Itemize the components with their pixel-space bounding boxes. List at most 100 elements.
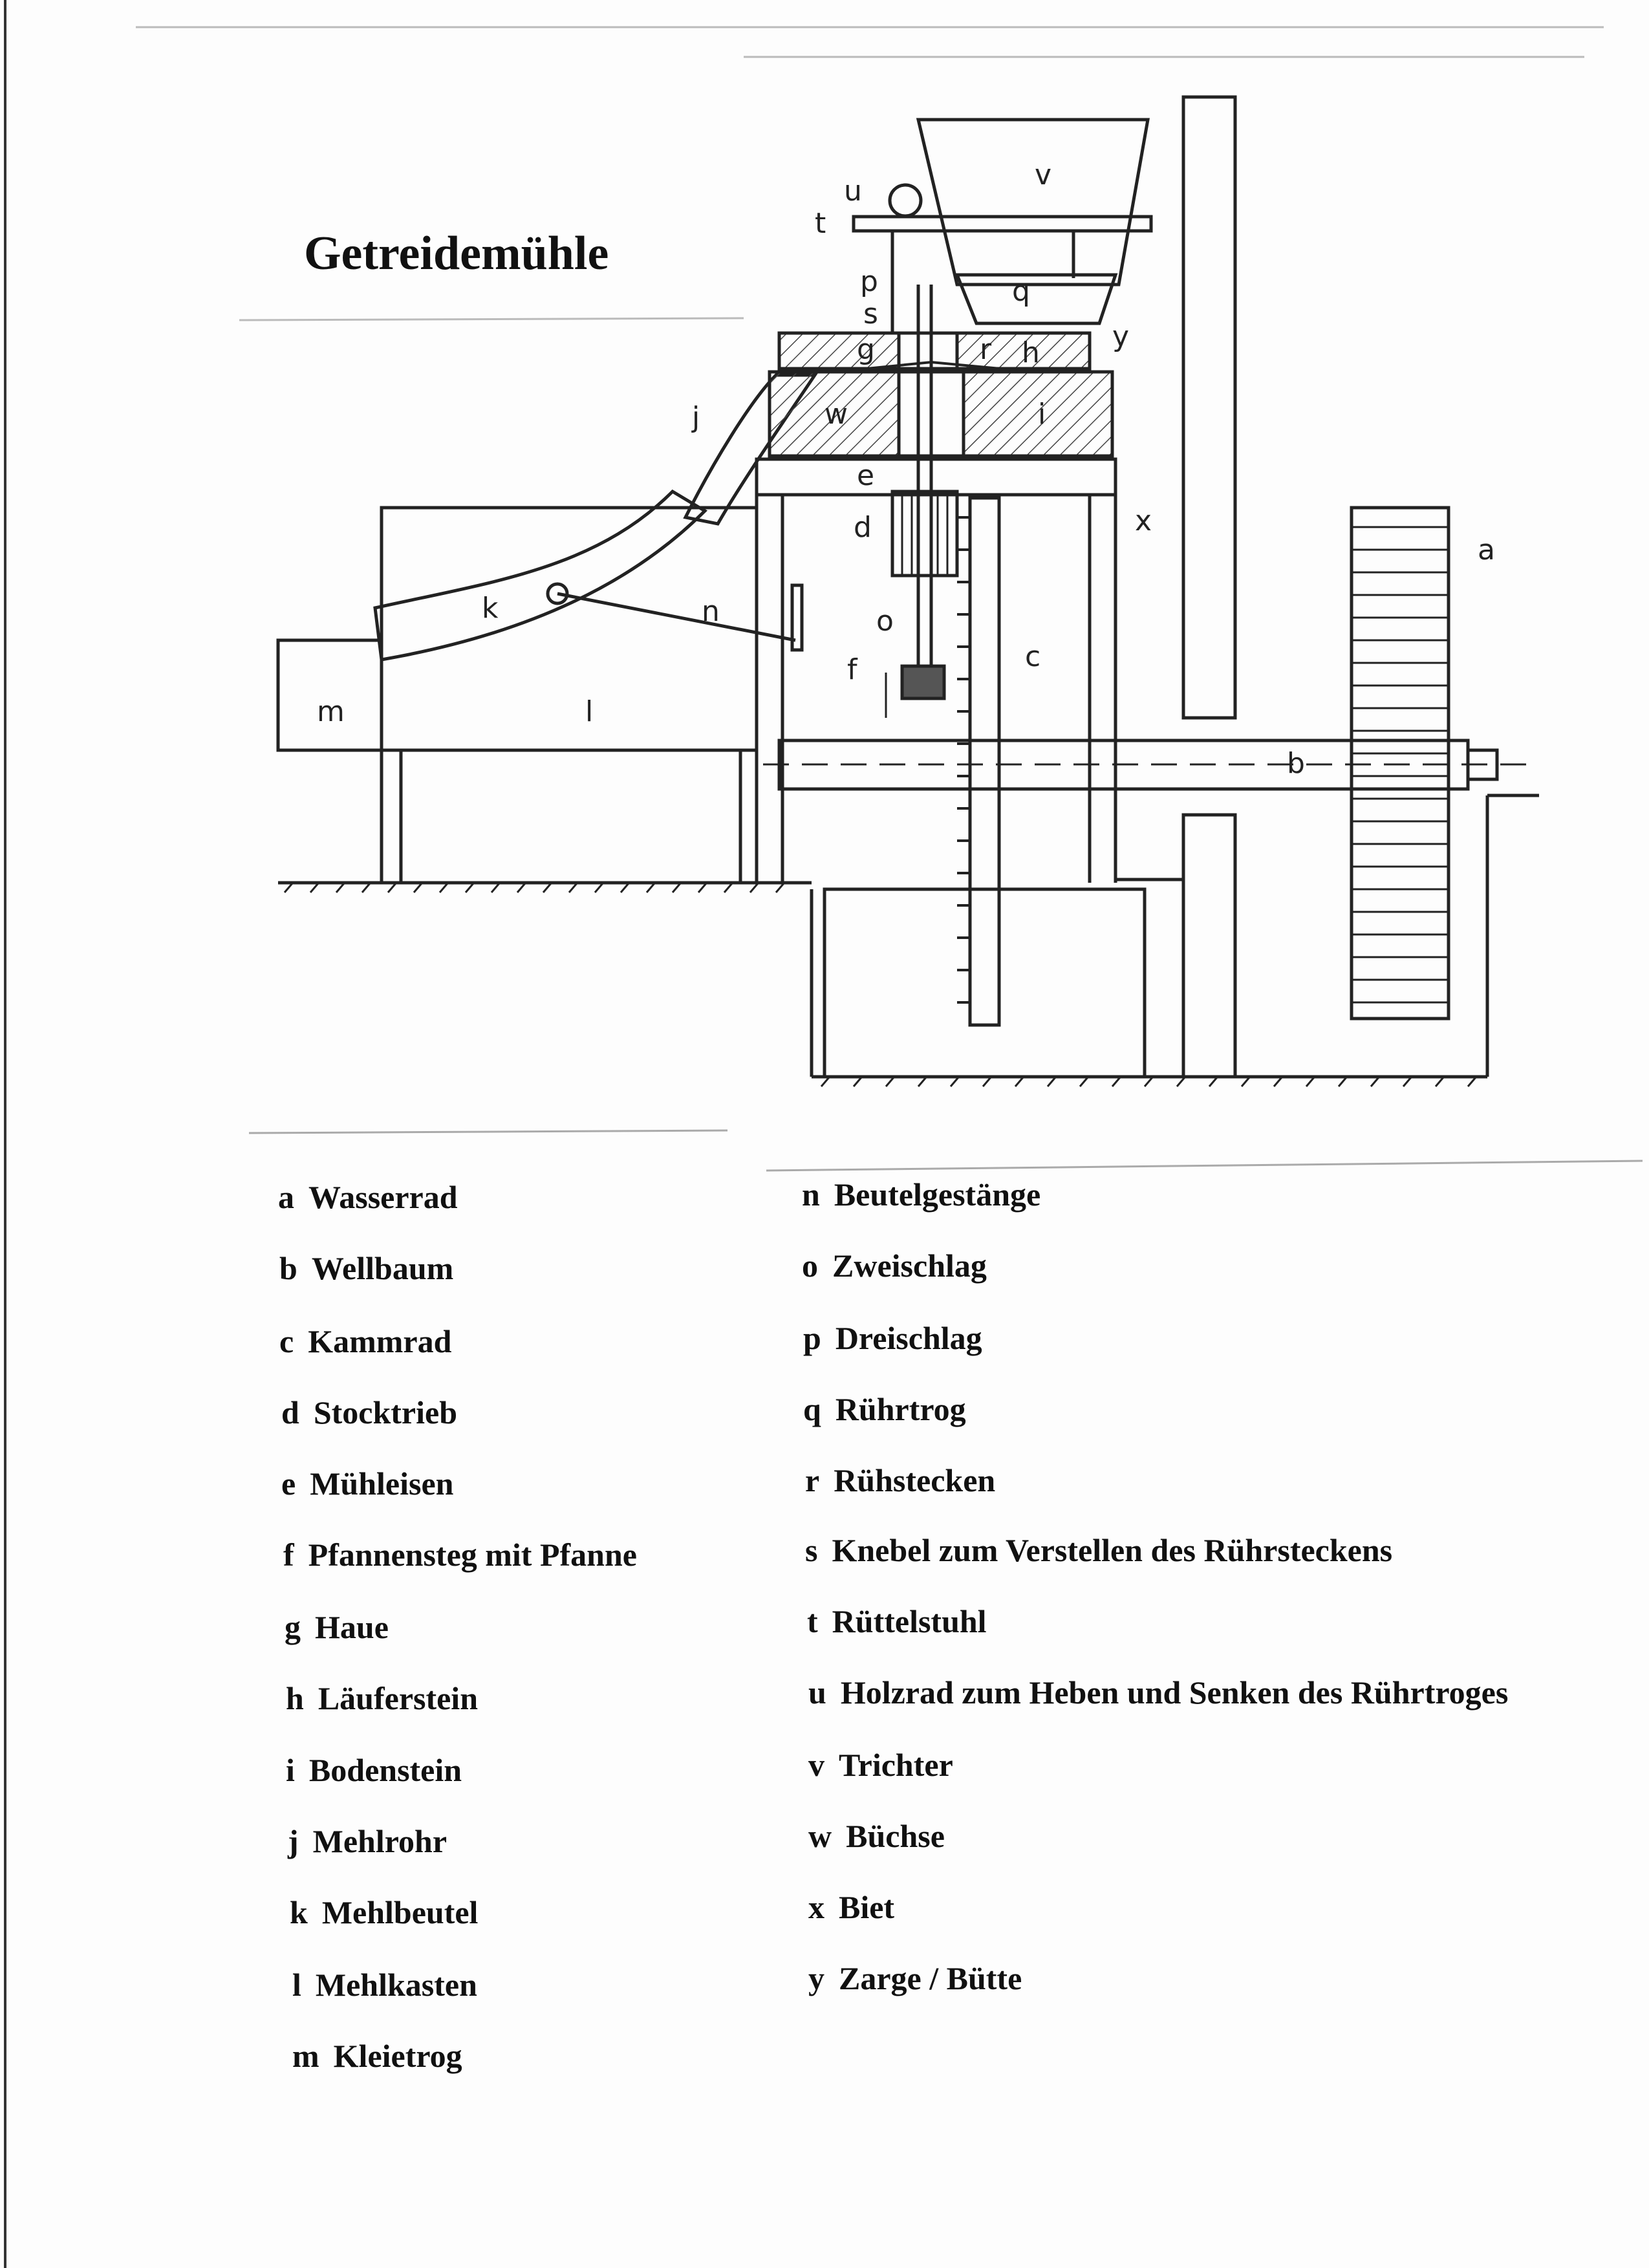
legend-item-g: g Haue [285,1608,389,1646]
legend-item-b: b Wellbaum [279,1249,453,1287]
legend-text: Beutelgestänge [834,1176,1041,1213]
legend-text: Mühleisen [310,1465,454,1502]
legend-key: g [285,1609,301,1645]
label-r: r [980,333,992,366]
legend-key: e [281,1465,296,1502]
legend-key: v [808,1747,824,1783]
legend-key: s [805,1532,818,1568]
hopper [852,118,1153,333]
legend-item-d: d Stocktrieb [281,1394,457,1431]
label-w: w [824,398,848,431]
legend-key: l [292,1967,301,2003]
legend-text: Rühstecken [834,1462,996,1498]
label-h: h [1022,336,1040,369]
label-k: k [482,592,499,625]
label-c: c [1025,640,1040,673]
label-o: o [876,605,894,638]
legend-text: Wellbaum [311,1250,454,1286]
meal-bag [373,489,708,662]
comb-wheel [957,496,1001,1027]
legend-key: h [286,1680,304,1716]
wheel-pit [823,887,1147,1079]
legend-text: Mehlkasten [315,1967,477,2003]
legend-key: m [292,2038,319,2074]
label-b: b [1287,747,1305,780]
legend-text: Bodenstein [308,1752,462,1788]
legend-key: p [803,1320,821,1356]
legend-key: o [802,1247,818,1284]
legend-item-x: x Biet [808,1888,894,1926]
legend-key: k [290,1894,308,1930]
label-s: s [863,297,878,330]
label-u: u [844,175,862,208]
legend-text: Biet [839,1889,895,1925]
legend-key: w [808,1818,832,1854]
legend-item-y: y Zarge / Bütte [808,1960,1022,1997]
label-g: g [857,333,875,366]
legend-text: Stocktrieb [313,1394,458,1431]
label-p: p [860,265,878,298]
legend-item-l: l Mehlkasten [292,1966,477,2003]
legend-text: Dreischlag [835,1320,982,1356]
legend-item-o: o Zweischlag [802,1247,987,1284]
label-f: f [847,653,858,686]
legend-item-s: s Knebel zum Verstellen des Rührsteckens [805,1531,1392,1569]
label-y: y [1112,320,1129,353]
legend-key: t [807,1603,818,1639]
legend-item-h: h Läuferstein [286,1679,478,1717]
mill-frame [755,457,1183,883]
sieve-rod [557,592,796,642]
legend-key: c [279,1323,294,1359]
legend-text: Rüttelstuhl [832,1603,987,1639]
legend-key: y [808,1960,824,1996]
legend-item-t: t Rüttelstuhl [807,1603,987,1640]
legend-key: u [808,1674,826,1711]
rod-block [790,583,804,652]
spindle [885,285,959,718]
legend-key: x [808,1889,824,1925]
legend-text: Knebel zum Verstellen des Rührsteckens [832,1532,1393,1568]
legend-text: Holzrad zum Heben und Senken des Rührtro… [840,1674,1509,1711]
legend-key: i [286,1752,295,1788]
label-l: l [585,695,593,728]
diagram-letters: v u t p s q g r h y j w i e d x a k n o … [317,158,1495,780]
shaft [763,739,1539,791]
legend-key: d [281,1394,299,1431]
water-wheel [1350,506,1450,1021]
label-d: d [854,511,872,544]
legend-item-n: n Beutelgestänge [802,1176,1040,1213]
legend-text: Läuferstein [318,1680,479,1716]
legend-text: Zweischlag [832,1247,987,1284]
label-i: i [1038,398,1046,431]
legend-item-u: u Holzrad zum Heben und Senken des Rührtr… [808,1674,1508,1711]
legend-text: Haue [315,1609,389,1645]
meal-box [276,506,759,883]
legend-key: b [279,1250,297,1286]
label-t: t [815,207,826,240]
label-j: j [691,401,700,434]
legend-item-c: c Kammrad [279,1323,451,1360]
millstones [768,331,1114,458]
legend-key: a [278,1179,294,1215]
legend-text: Wasserrad [308,1179,458,1215]
page-title: Getreidemühle [304,227,609,280]
legend-text: Zarge / Bütte [839,1960,1022,1996]
label-q: q [1012,275,1030,308]
legend-item-a: a Wasserrad [278,1178,458,1216]
legend-text: Mehlrohr [312,1823,447,1859]
label-a: a [1478,534,1495,567]
legend-text: Kammrad [308,1323,452,1359]
legend-key: n [802,1176,820,1213]
legend-item-e: e Mühleisen [281,1465,453,1502]
